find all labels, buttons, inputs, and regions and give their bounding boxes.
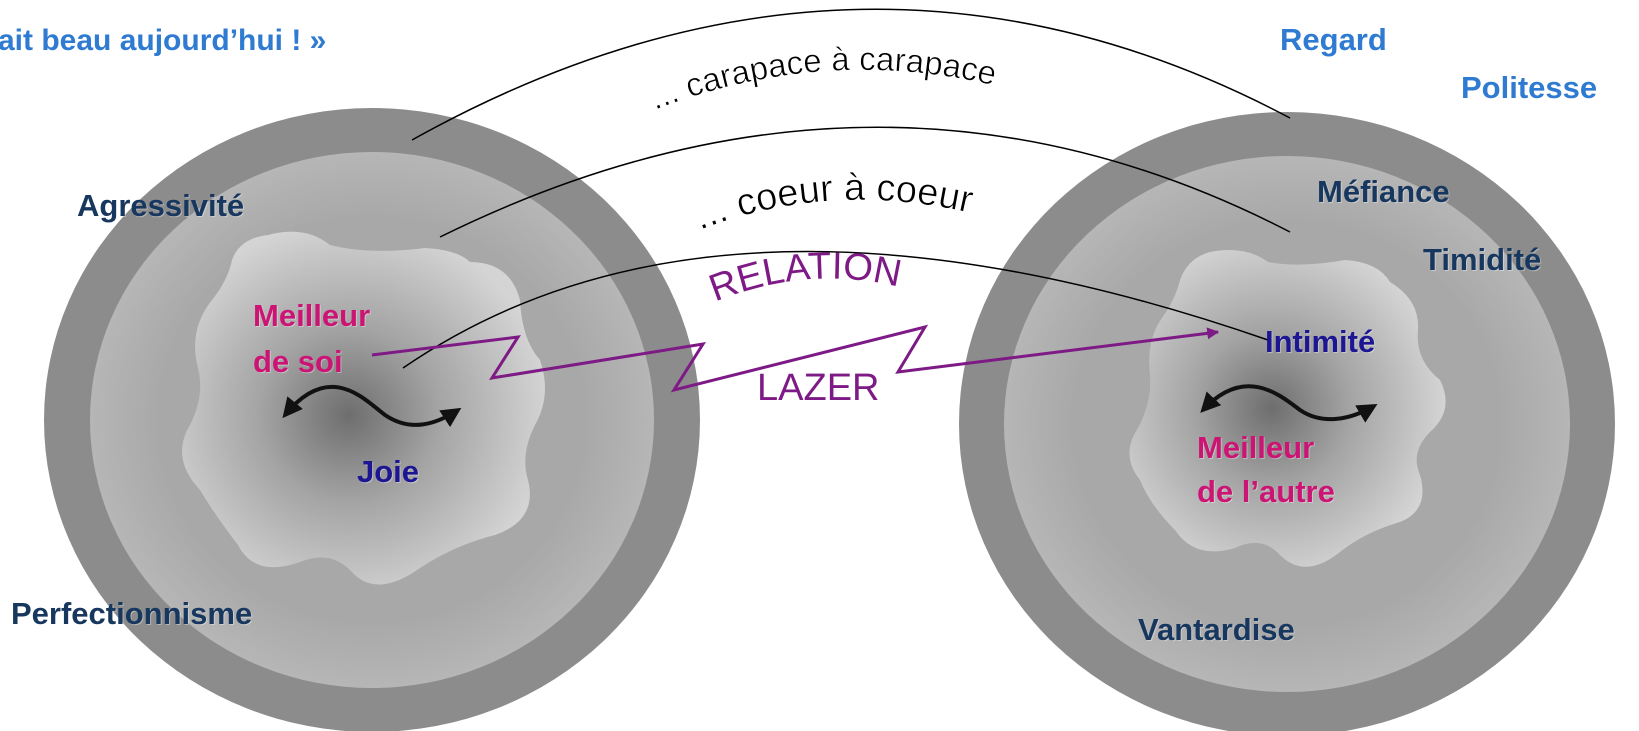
label-meilleur-de-l-autre-line1: Meilleur	[1197, 430, 1315, 465]
arc-label-carapace: ... carapace à carapace	[644, 40, 1000, 117]
left-core-blob	[182, 231, 545, 585]
label-perfectionnisme: Perfectionnisme	[11, 596, 253, 631]
right-joy-wave-arrow	[1200, 384, 1378, 423]
middle-arc-line	[439, 126, 1291, 238]
label-timidite: Timidité	[1423, 242, 1542, 277]
left-joy-wave-arrow	[282, 384, 462, 428]
outer-arc-line	[411, 8, 1291, 141]
quote-text: ait beau aujourd’hui ! »	[0, 24, 327, 57]
label-meilleur-de-soi-line1: Meilleur	[253, 298, 371, 333]
label-mefiance: Méfiance	[1317, 174, 1450, 209]
laser-beam	[371, 324, 1220, 393]
label-politesse: Politesse	[1461, 70, 1598, 105]
label-joie: Joie	[357, 454, 420, 489]
laser-label: LAZER	[757, 367, 879, 409]
arc-label-coeur: ... coeur à coeur	[688, 167, 977, 238]
label-vantardise: Vantardise	[1138, 612, 1295, 647]
label-meilleur-de-l-autre-line2: de l’autre	[1197, 474, 1335, 509]
label-agressivite: Agressivité	[77, 188, 245, 223]
label-meilleur-de-soi-line2: de soi	[253, 344, 343, 379]
inner-arc-line	[402, 250, 1269, 369]
label-regard: Regard	[1280, 22, 1387, 57]
label-intimite: Intimité	[1265, 324, 1376, 359]
right-core-blob	[1129, 249, 1446, 567]
